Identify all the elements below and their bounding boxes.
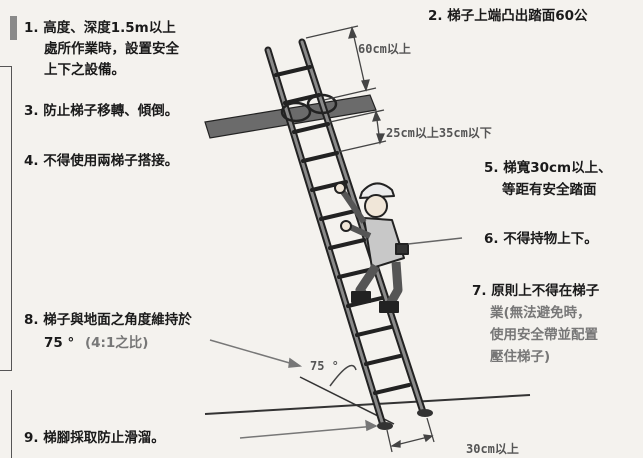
ladder-foot-right — [417, 409, 433, 417]
dimension-label-foot: 30cm以上 — [466, 442, 519, 456]
note-7-line-3: 使用安全帶並配置 — [490, 327, 598, 343]
ladder-rung — [301, 151, 339, 163]
ladder-rung — [319, 209, 357, 221]
note-1-line-2: 處所作業時，設置安全 — [44, 41, 179, 57]
note-8-angle: 75 ° — [44, 335, 75, 351]
angle-arc — [329, 364, 357, 387]
dimension-rung — [329, 109, 387, 153]
ladder-rung — [364, 354, 402, 366]
worker-boot-right — [379, 301, 399, 313]
ladder-rung — [292, 122, 330, 134]
ladder-foot-left — [377, 422, 393, 430]
note-7-line-1: 7. 原則上不得在梯子 — [472, 283, 600, 299]
note-9: 9. 梯腳採取防止滑溜。 — [24, 430, 165, 446]
worker-hand-upper — [334, 182, 346, 194]
note-8-ratio: (4:1之比) — [84, 335, 149, 351]
note-8-line-2: 75 ° (4:1之比) — [44, 335, 148, 352]
note-3: 3. 防止梯子移轉、傾倒。 — [24, 103, 179, 119]
dimension-label-angle: 75 ° — [310, 359, 339, 373]
frame-line-lower — [0, 370, 12, 371]
dimension-label-top: 60cm以上 — [358, 42, 411, 56]
leader-arrows — [209, 237, 463, 439]
note-8-line-1: 8. 梯子與地面之角度維持於 — [24, 312, 192, 328]
ground-line — [204, 394, 531, 415]
ladder-rung — [355, 325, 393, 337]
dimension-top — [305, 25, 377, 101]
ladder-rung — [337, 267, 375, 279]
note-5-line-1: 5. 梯寬30cm以上、 — [484, 160, 612, 176]
worker-body — [363, 217, 405, 269]
note-5-line-2: 等距有安全踏面 — [502, 182, 597, 198]
dimension-label-rung: 25cm以上35cm以下 — [386, 126, 492, 140]
note-6: 6. 不得持物上下。 — [484, 231, 598, 247]
ladder-rail-right-inner — [300, 40, 425, 414]
worker-hand-lower — [340, 220, 352, 232]
ladder-rail-left-inner — [266, 48, 385, 427]
worker-head — [364, 194, 388, 218]
worker-helmet — [359, 182, 395, 199]
frame-line-upper — [0, 66, 12, 67]
note-7-line-4: 壓住梯子) — [490, 349, 551, 365]
note-7-line-2: 業(無法避免時， — [490, 305, 591, 321]
note-4: 4. 不得使用兩梯子搭接。 — [24, 153, 179, 169]
section-marker — [10, 16, 17, 40]
note-1-line-1: 1. 高度、深度1.5m以上 — [24, 20, 176, 36]
worker-figure — [334, 182, 409, 313]
ladder-rung — [373, 383, 411, 395]
note-1-line-3: 上下之設備。 — [44, 62, 125, 78]
rope-ties — [280, 93, 338, 123]
ladder-rung — [328, 238, 366, 250]
frame-line-left-upper — [11, 66, 12, 370]
worker-boot-left — [351, 291, 371, 303]
dimension-foot — [386, 417, 435, 453]
frame-line-left-lower — [11, 390, 12, 458]
ladder-rung — [274, 65, 312, 77]
worker-leg-right — [386, 261, 403, 307]
note-2: 2. 梯子上端凸出踏面60公 — [428, 8, 588, 24]
worker-belt-tool — [395, 243, 409, 255]
